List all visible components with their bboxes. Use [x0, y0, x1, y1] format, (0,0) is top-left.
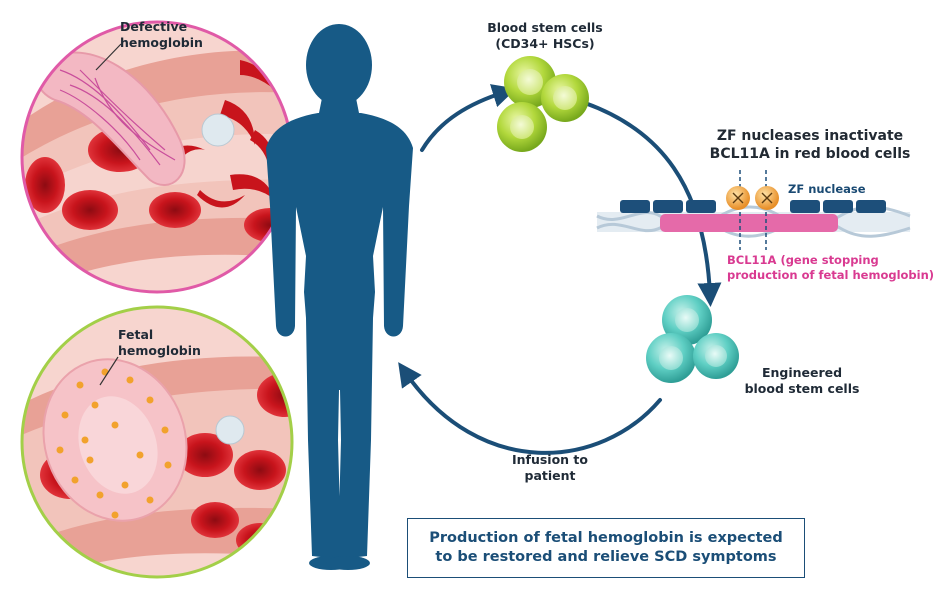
infusion-line2: patient — [524, 468, 576, 483]
bcl11a-line1: BCL11A (gene stopping — [727, 253, 879, 267]
zf-title-line2: BCL11A in red blood cells — [709, 146, 911, 162]
result-line2: to be restored and relieve SCD symptoms — [435, 549, 777, 565]
fetal-hemoglobin-inset — [20, 305, 294, 579]
scissors-icon — [732, 192, 773, 204]
zf-nucleases-title: ZF nucleases inactivate BCL11A in red bl… — [690, 127, 930, 163]
engineered-line1: Engineered — [761, 365, 843, 380]
arrow-icon — [398, 362, 662, 455]
defective-hemoglobin-inset — [20, 20, 294, 294]
arrow-icon — [420, 84, 517, 152]
zf-nuclease-label: ZF nuclease — [788, 182, 866, 196]
result-line1: Production of fetal hemoglobin is expect… — [429, 530, 783, 546]
zf-title-line1: ZF nucleases inactivate — [716, 128, 904, 144]
stem-cells-line1: Blood stem cells — [487, 20, 603, 35]
result-statement-box: Production of fetal hemoglobin is expect… — [407, 518, 805, 578]
engineered-stem-cell-icon — [646, 295, 739, 383]
stem-cells-line2: (CD34+ HSCs) — [495, 36, 595, 51]
bcl11a-label: BCL11A (gene stopping production of feta… — [727, 253, 942, 283]
cycle-arrows — [398, 84, 722, 455]
defective-line2: hemoglobin — [120, 35, 203, 50]
defective-line1: Defective — [120, 19, 188, 34]
bcl11a-line2: production of fetal hemoglobin) — [727, 268, 935, 282]
engineered-stem-cells-label: Engineered blood stem cells — [722, 365, 882, 397]
fetal-line1: Fetal — [118, 327, 154, 342]
stem-cell-icon — [497, 56, 589, 152]
defective-hemoglobin-label: Defective hemoglobin — [120, 19, 240, 51]
arrow-icon — [583, 101, 722, 307]
human-silhouette-icon — [266, 24, 413, 570]
fetal-hemoglobin-label: Fetal hemoglobin — [118, 327, 238, 359]
infusion-line1: Infusion to — [511, 452, 588, 467]
fetal-line2: hemoglobin — [118, 343, 201, 358]
engineered-line2: blood stem cells — [744, 381, 860, 396]
blood-stem-cells-label: Blood stem cells (CD34+ HSCs) — [470, 20, 620, 52]
infusion-label: Infusion to patient — [485, 452, 615, 484]
dna-icon — [596, 170, 911, 250]
